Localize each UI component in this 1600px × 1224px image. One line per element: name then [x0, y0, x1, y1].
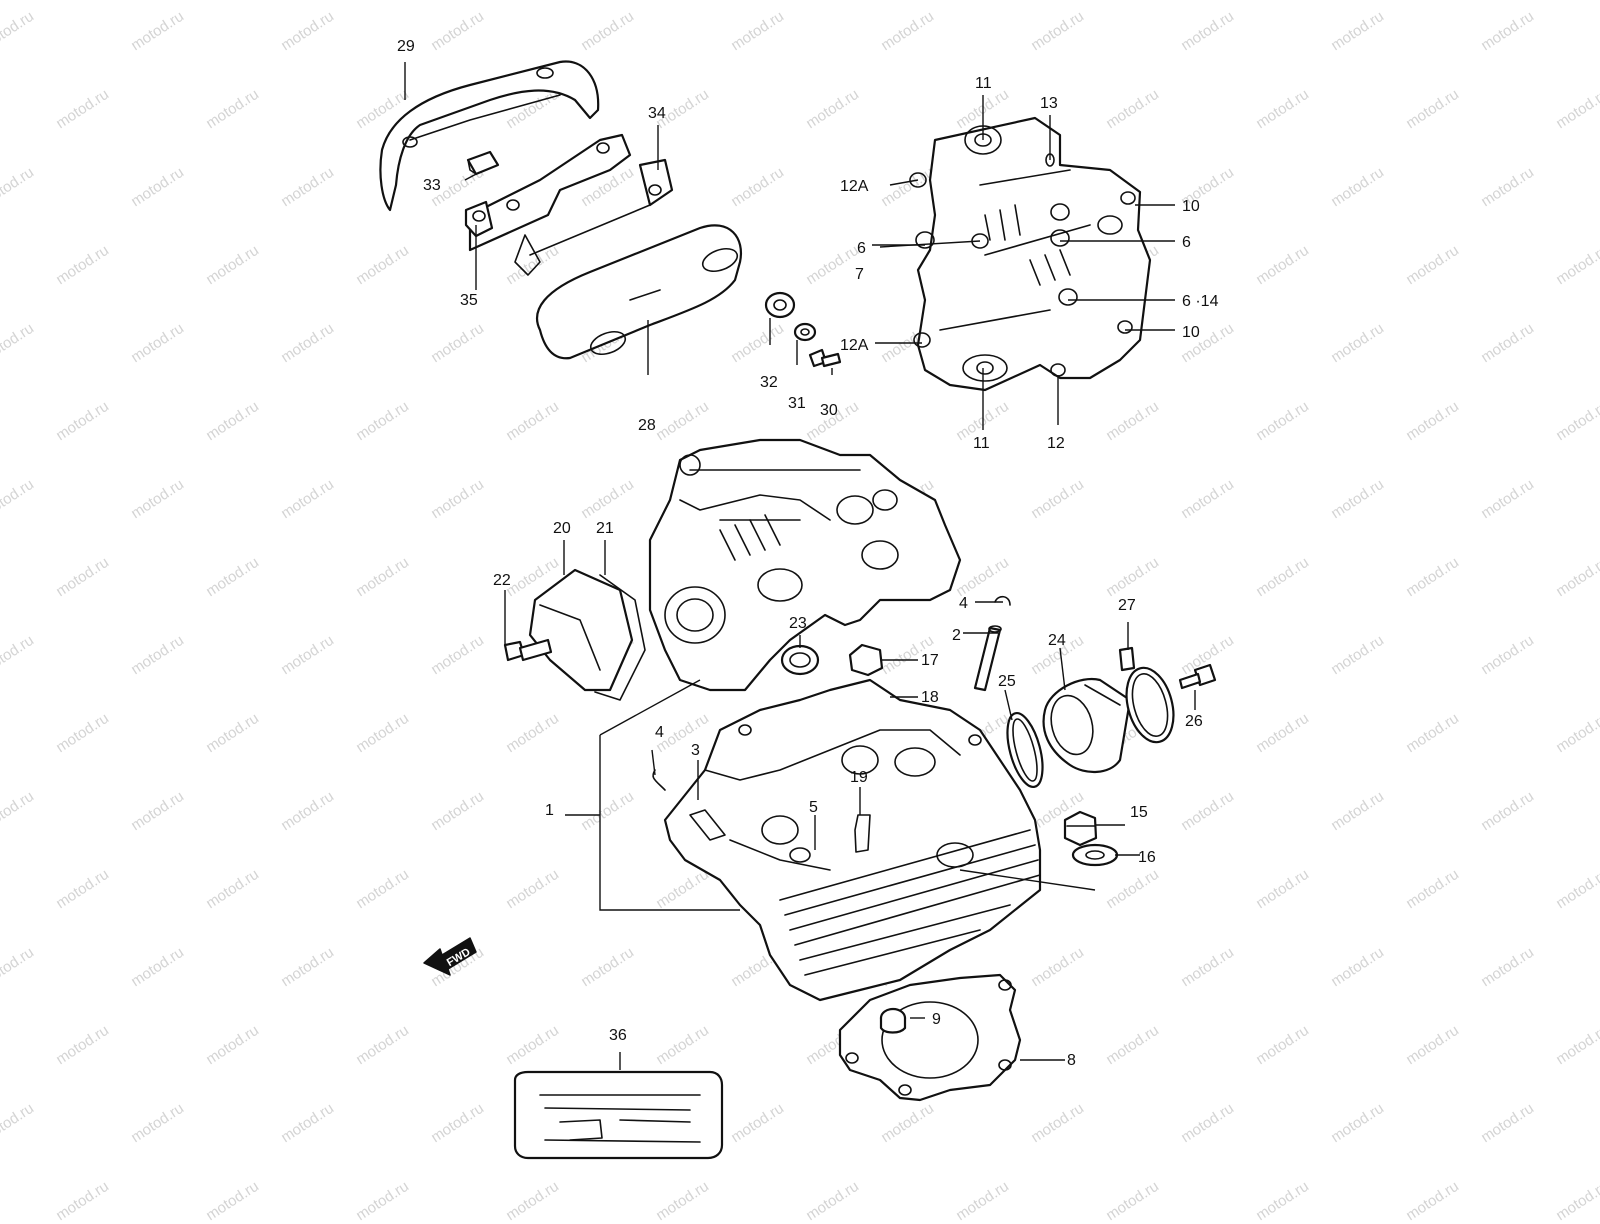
label-8: 8: [1067, 1052, 1076, 1069]
part-24-intake-pipe: [1042, 677, 1132, 773]
label-12: 12: [1047, 435, 1065, 452]
label-15: 15: [1130, 804, 1148, 821]
part-2-valve-guide: [973, 625, 1002, 692]
label-27: 27: [1118, 597, 1136, 614]
label-19: 19: [850, 769, 868, 786]
label-31: 31: [788, 395, 806, 412]
label-2: 2: [952, 627, 961, 644]
part-25-o-ring: [1006, 711, 1044, 789]
label-9: 9: [932, 1011, 941, 1028]
label-32: 32: [760, 374, 778, 391]
part-31-washer: [793, 322, 817, 342]
part-36-label: [513, 1070, 724, 1160]
label-26: 26: [1185, 713, 1203, 730]
part-34-bracket: [468, 133, 674, 276]
label-25: 25: [998, 673, 1016, 690]
label-17: 17: [921, 652, 939, 669]
part-20-21-22-breather: [503, 568, 646, 701]
label-4-left: 4: [655, 724, 664, 741]
label-16: 16: [1138, 849, 1156, 866]
label-5: 5: [809, 799, 818, 816]
label-7: 7: [855, 266, 864, 283]
part-4-clip-top: [994, 595, 1011, 606]
part-17-nut: [848, 643, 884, 677]
label-12a-bottom: 12A: [840, 337, 869, 354]
part-cylinder-head-cover: [909, 116, 1152, 392]
label-22: 22: [493, 572, 511, 589]
label-6-right: 6: [1182, 234, 1191, 251]
part-15-nut: [1063, 810, 1098, 847]
part-23-seal: [780, 644, 820, 676]
label-28: 28: [638, 417, 656, 434]
label-3: 3: [691, 742, 700, 759]
label-36: 36: [609, 1027, 627, 1044]
label-30: 30: [820, 402, 838, 419]
label-34: 34: [648, 105, 666, 122]
label-24: 24: [1048, 632, 1066, 649]
label-35: 35: [460, 292, 478, 309]
label-18: 18: [921, 689, 939, 706]
part-28-cover: [535, 224, 743, 360]
label-1: 1: [545, 802, 554, 819]
part-29-cover: [379, 60, 600, 212]
part-cylinder-head-upper: [648, 438, 962, 692]
part-8-gasket: [838, 973, 1022, 1102]
label-6-left: 6: [857, 240, 866, 257]
label-10-top: 10: [1182, 198, 1200, 215]
label-23: 23: [789, 615, 807, 632]
part-26-bolt: [1178, 663, 1217, 690]
part-labels: 29 34 33 35 28 32 31 30 11 13 12A 10 6 6…: [397, 38, 1219, 1069]
label-20: 20: [553, 520, 571, 537]
fwd-label: FWD: [445, 946, 473, 969]
label-21: 21: [596, 520, 614, 537]
part-30-bolt: [808, 348, 842, 368]
part-9-dowel: [879, 1007, 907, 1034]
label-33: 33: [423, 177, 441, 194]
part-35-bracket: [464, 200, 494, 238]
label-29: 29: [397, 38, 415, 55]
label-4-top: 4: [959, 595, 968, 612]
label-6-14: 6 ·14: [1182, 293, 1219, 310]
part-27-clamp: [1118, 646, 1175, 744]
label-11-top: 11: [975, 75, 992, 92]
part-33-cushion: [466, 150, 500, 176]
leader-lines: [404, 62, 1196, 1070]
part-16-washer: [1071, 843, 1119, 867]
part-1-cylinder-head: [663, 678, 1042, 1002]
label-10-bottom: 10: [1182, 324, 1200, 341]
fwd-arrow-icon: FWD: [423, 937, 477, 976]
label-12a-top: 12A: [840, 178, 869, 195]
part-32-grommet: [764, 291, 796, 319]
label-11-bottom: 11: [973, 435, 990, 452]
label-13: 13: [1040, 95, 1058, 112]
